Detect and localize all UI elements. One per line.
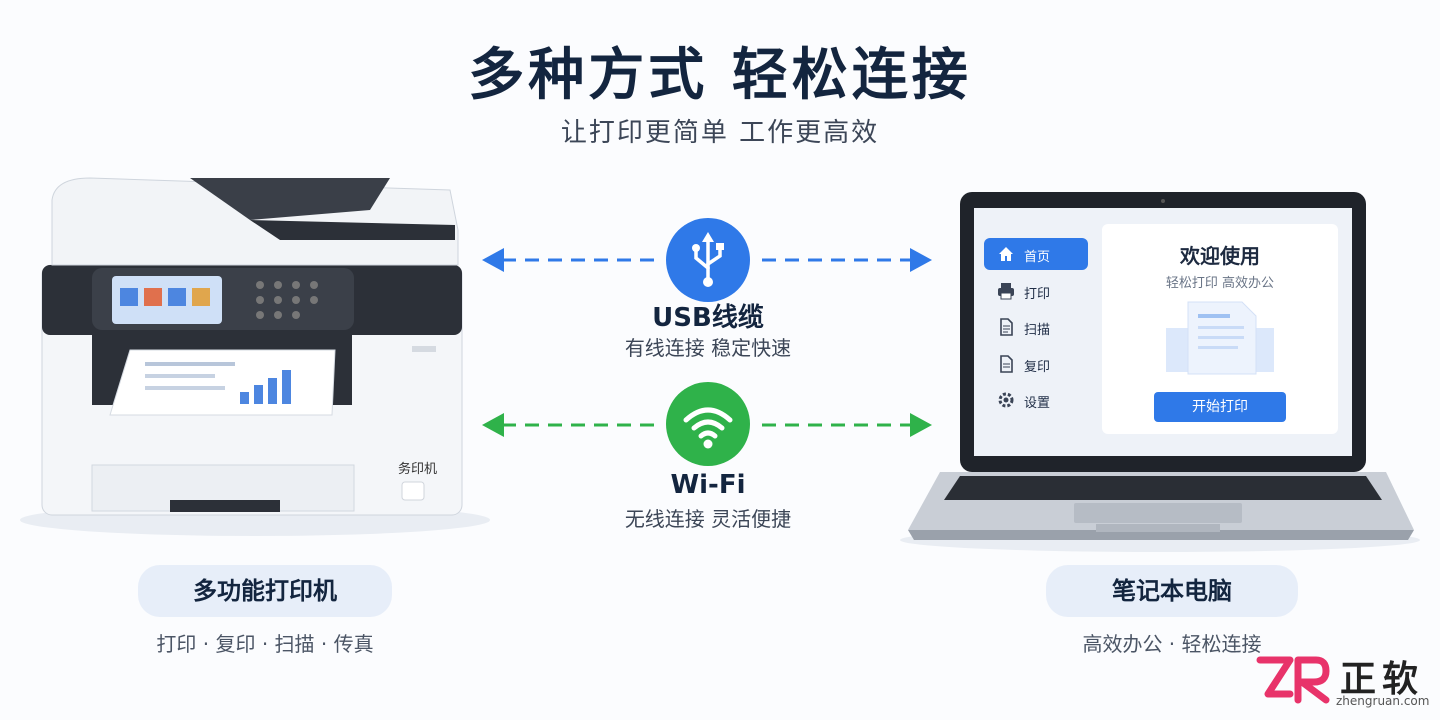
sidebar-item-label: 设置: [1024, 396, 1051, 411]
usb-desc: 有线连接 稳定快速: [624, 336, 792, 360]
zr-logo-icon: [1256, 656, 1330, 704]
sidebar-item-copy[interactable]: 复印: [984, 348, 1088, 380]
sidebar-item-print[interactable]: 打印: [984, 275, 1088, 307]
usb-icon: [666, 218, 750, 302]
gear-icon: [998, 392, 1014, 408]
welcome-tagline: 轻松打印 高效办公: [1165, 276, 1275, 291]
welcome-card: 欢迎使用 轻松打印 高效办公 开始打印: [1102, 224, 1338, 434]
laptop-illustration: 首页 打印 扫描 复印 设置 欢迎使用 轻松打印 高效办公: [900, 190, 1420, 560]
brand-url: zhengruan.com: [1336, 694, 1430, 708]
sidebar-item-settings[interactable]: 设置: [984, 384, 1088, 416]
documents-icon: [1166, 301, 1274, 375]
laptop-name-pill: 笔记本电脑: [1046, 565, 1298, 617]
printer-name-pill: 多功能打印机: [138, 565, 392, 617]
sidebar-item-label: 首页: [1024, 250, 1051, 265]
printer-caption: 打印 · 复印 · 扫描 · 传真: [156, 632, 374, 656]
wifi-desc: 无线连接 灵活便捷: [624, 507, 792, 531]
printer-drawing: [20, 177, 490, 536]
printer-illustration: 务印机: [10, 170, 490, 550]
page-subtitle: 让打印更简单 工作更高效: [560, 118, 880, 148]
printer-icon: [998, 283, 1014, 300]
usb-title: USB线缆: [652, 303, 764, 333]
printer-body-label: 务印机: [398, 462, 438, 477]
document-icon: [1000, 318, 1013, 336]
laptop-screen: 首页 打印 扫描 复印 设置 欢迎使用 轻松打印 高效办公: [974, 208, 1352, 456]
page-title: 多种方式 轻松连接: [468, 43, 972, 108]
sidebar-item-scan[interactable]: 扫描: [984, 311, 1088, 343]
wifi-icon: [666, 382, 750, 466]
usb-connection-arrows: [482, 248, 932, 272]
wifi-title: Wi-Fi: [670, 470, 746, 500]
sidebar-item-home[interactable]: 首页: [984, 238, 1088, 270]
welcome-title: 欢迎使用: [1180, 244, 1260, 268]
start-print-button[interactable]: 开始打印: [1154, 392, 1286, 422]
brand-name: 正软: [1340, 659, 1425, 700]
brand-logo: 正软 zhengruan.com: [1256, 652, 1432, 716]
sidebar-item-label: 扫描: [1024, 323, 1051, 338]
wifi-connection-arrows: [482, 413, 932, 437]
home-icon: [999, 247, 1013, 261]
laptop-caption: 高效办公 · 轻松连接: [1082, 632, 1262, 656]
sidebar-item-label: 复印: [1024, 360, 1051, 375]
copy-icon: [1000, 355, 1013, 373]
sidebar-item-label: 打印: [1024, 287, 1051, 302]
